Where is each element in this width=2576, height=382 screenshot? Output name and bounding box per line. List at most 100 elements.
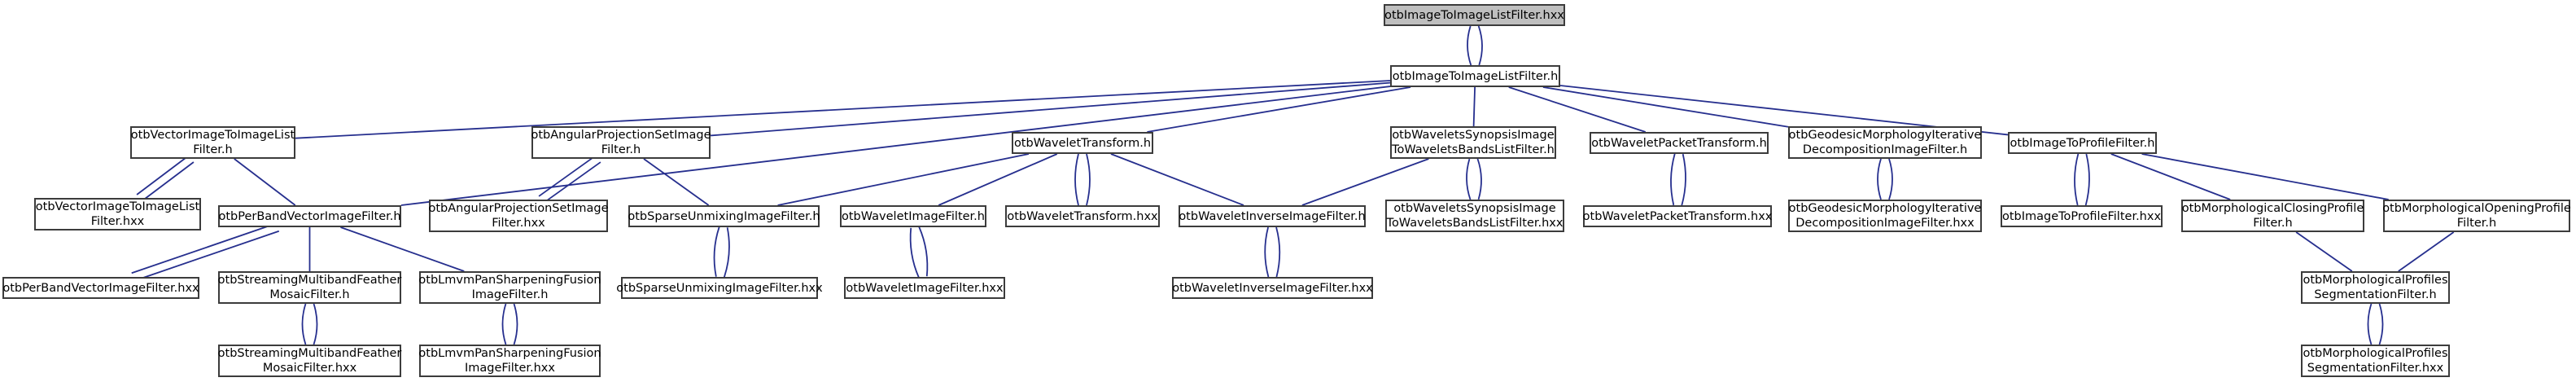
graph-node-otbwaveletinverseimagefilter-hxx[interactable]: otbWaveletInverseImageFilter.hxx <box>1172 277 1373 299</box>
graph-node-label-line: otbVectorImageToImageList <box>35 200 200 213</box>
edge-mps_hxx-mps_h-reverse <box>2378 303 2384 345</box>
edge-wpt_hxx-wpt_h <box>1670 153 1676 206</box>
graph-node-label-line: otbWaveletTransform.h <box>1013 136 1152 150</box>
graph-node-label-line: ImageFilter.hxx <box>465 362 555 375</box>
edge-mcp_h-itp_h <box>2110 153 2231 200</box>
graph-node-label-line: otbGeodesicMorphologyIterative <box>1788 129 1982 142</box>
graph-node-label-line: otbWaveletPacketTransform.hxx <box>1582 209 1773 223</box>
graph-node-label-line: Filter.hxx <box>90 215 145 228</box>
graph-node-otbimagetoimagelistfilter-h[interactable]: otbImageToImageListFilter.h <box>1390 65 1560 87</box>
edge-smf_hxx-smf_h-reverse <box>313 303 318 345</box>
graph-node-label-line: otbWaveletTransform.hxx <box>1007 209 1158 223</box>
edge-wi_h-ws_h <box>1301 158 1429 206</box>
edge-su_hxx-su_h <box>713 226 720 277</box>
edge-smf_hxx-smf_h <box>301 303 307 345</box>
graph-node-label-line: otbSparseUnmixingImageFilter.h <box>628 209 820 223</box>
edge-wi_h-wt_h <box>1110 153 1244 206</box>
edge-wt_hxx-wt_h-reverse <box>1086 153 1091 206</box>
graph-node-otbimagetoimagelistfilter-hxx[interactable]: otbImageToImageListFilter.hxx <box>1384 4 1565 26</box>
graph-node-otbwavelettransform-hxx[interactable]: otbWaveletTransform.hxx <box>1005 205 1160 227</box>
graph-node-label-line: otbStreamingMultibandFeather <box>217 274 402 287</box>
graph-node-label-line: otbWaveletInverseImageFilter.h <box>1179 209 1366 223</box>
graph-node-otbwavelettransform-h[interactable]: otbWaveletTransform.h <box>1012 132 1153 154</box>
graph-node-otbwaveletpackettransform-h[interactable]: otbWaveletPacketTransform.h <box>1590 132 1769 154</box>
edge-su_h-wt_h <box>777 153 1030 206</box>
graph-node-otbimagetoprofilefilter-h[interactable]: otbImageToProfileFilter.h <box>2008 132 2157 154</box>
graph-node-label-line: otbSparseUnmixingImageFilter.hxx <box>616 281 823 295</box>
graph-node-label-line: otbWaveletInverseImageFilter.hxx <box>1172 281 1373 295</box>
graph-node-otbwaveletimagefilter-hxx[interactable]: otbWaveletImageFilter.hxx <box>844 277 1005 299</box>
edge-ws_hxx-ws_h <box>1466 158 1472 200</box>
edge-wif_hxx-wif_h <box>909 227 920 279</box>
graph-node-label-line: ToWaveletsBandsListFilter.h <box>1392 143 1555 156</box>
graph-node-label-line: otbImageToProfileFilter.h <box>2010 136 2155 150</box>
graph-node-label-line: otbStreamingMultibandFeather <box>217 347 402 360</box>
graph-node-otbimagetoprofilefilter-hxx[interactable]: otbImageToProfileFilter.hxx <box>2001 205 2163 227</box>
graph-node-label-line: MosaicFilter.h <box>269 288 350 301</box>
edge-iil_h-iil_hxx <box>1467 25 1472 66</box>
graph-node-label-line: SegmentationFilter.hxx <box>2307 362 2444 375</box>
edge-gm_h-iil_h <box>1542 86 1789 128</box>
graph-node-label-line: otbLmvmPanSharpeningFusion <box>418 274 601 287</box>
graph-node-otbwaveletimagefilter-h[interactable]: otbWaveletImageFilter.h <box>840 205 986 227</box>
edge-mps_h-mop_h <box>2398 231 2455 272</box>
edge-mps_h-mcp_h <box>2295 231 2353 272</box>
graph-node-otbperbandvectorimagefilter-hxx[interactable]: otbPerBandVectorImageFilter.hxx <box>2 277 199 299</box>
graph-node-label-line: otbMorphologicalOpeningProfile <box>2382 202 2571 215</box>
graph-node-label-line: otbImageToImageListFilter.hxx <box>1384 8 1564 22</box>
graph-node-label-line: DecompositionImageFilter.h <box>1802 143 1968 156</box>
edge-pbv_h-iil_h <box>400 86 1391 206</box>
graph-node-label-line: otbWaveletsSynopsisImage <box>1392 129 1555 142</box>
edge-wt_hxx-wt_h <box>1074 153 1079 206</box>
graph-node-label-line: otbAngularProjectionSetImage <box>428 202 609 215</box>
graph-node-label-line: otbWaveletPacketTransform.h <box>1591 136 1767 150</box>
edge-ws_h-iil_h <box>1472 86 1476 127</box>
edge-wpt_h-iil_h <box>1508 86 1647 133</box>
edge-lpf_hxx-lpf_h-reverse <box>513 303 518 345</box>
edge-pbv_hxx-pbv_h <box>131 222 277 274</box>
edge-itp_hxx-itp_h <box>2074 153 2080 206</box>
graph-node-label-line: DecompositionImageFilter.hxx <box>1795 217 1975 230</box>
graph-node-label-line: otbImageToProfileFilter.hxx <box>2001 209 2162 223</box>
graph-node-otbsparseunmixingimagefilter-h[interactable]: otbSparseUnmixingImageFilter.h <box>628 205 820 227</box>
edge-aps_h-iil_h <box>710 81 1391 137</box>
edge-ws_hxx-ws_h-reverse <box>1476 158 1482 200</box>
graph-node-otbperbandvectorimagefilter-h[interactable]: otbPerBandVectorImageFilter.h <box>218 205 401 227</box>
edge-group <box>131 25 2455 345</box>
edge-gm_hxx-gm_h <box>1877 158 1882 200</box>
graph-node-label-line: otbPerBandVectorImageFilter.hxx <box>2 281 199 295</box>
edge-wi_hxx-wi_h <box>1264 226 1270 278</box>
edge-wif_h-wt_h <box>938 153 1058 206</box>
graph-node-label-line: otbGeodesicMorphologyIterative <box>1788 202 1982 215</box>
graph-node-label-line: ToWaveletsBandsListFilter.hxx <box>1386 217 1564 230</box>
graph-node-label-line: otbVectorImageToImageList <box>130 129 295 142</box>
graph-node-label-line: SegmentationFilter.h <box>2314 288 2437 301</box>
graph-node-label-line: Filter.h <box>601 143 641 156</box>
graph-node-otbsparseunmixingimagefilter-hxx[interactable]: otbSparseUnmixingImageFilter.hxx <box>616 277 823 299</box>
graph-node-otbwaveletinverseimagefilter-h[interactable]: otbWaveletInverseImageFilter.h <box>1179 205 1366 227</box>
graph-node-label-line: otbPerBandVectorImageFilter.h <box>218 209 401 223</box>
edge-vil_h-iil_h <box>295 80 1391 139</box>
edge-wt_h-iil_h <box>1147 86 1411 133</box>
graph-node-otbwaveletpackettransform-hxx[interactable]: otbWaveletPacketTransform.hxx <box>1583 205 1772 227</box>
edge-mps_hxx-mps_h <box>2367 303 2373 345</box>
graph-node-label-line: otbAngularProjectionSetImage <box>531 129 711 142</box>
graph-node-label-line: ImageFilter.h <box>471 288 549 301</box>
